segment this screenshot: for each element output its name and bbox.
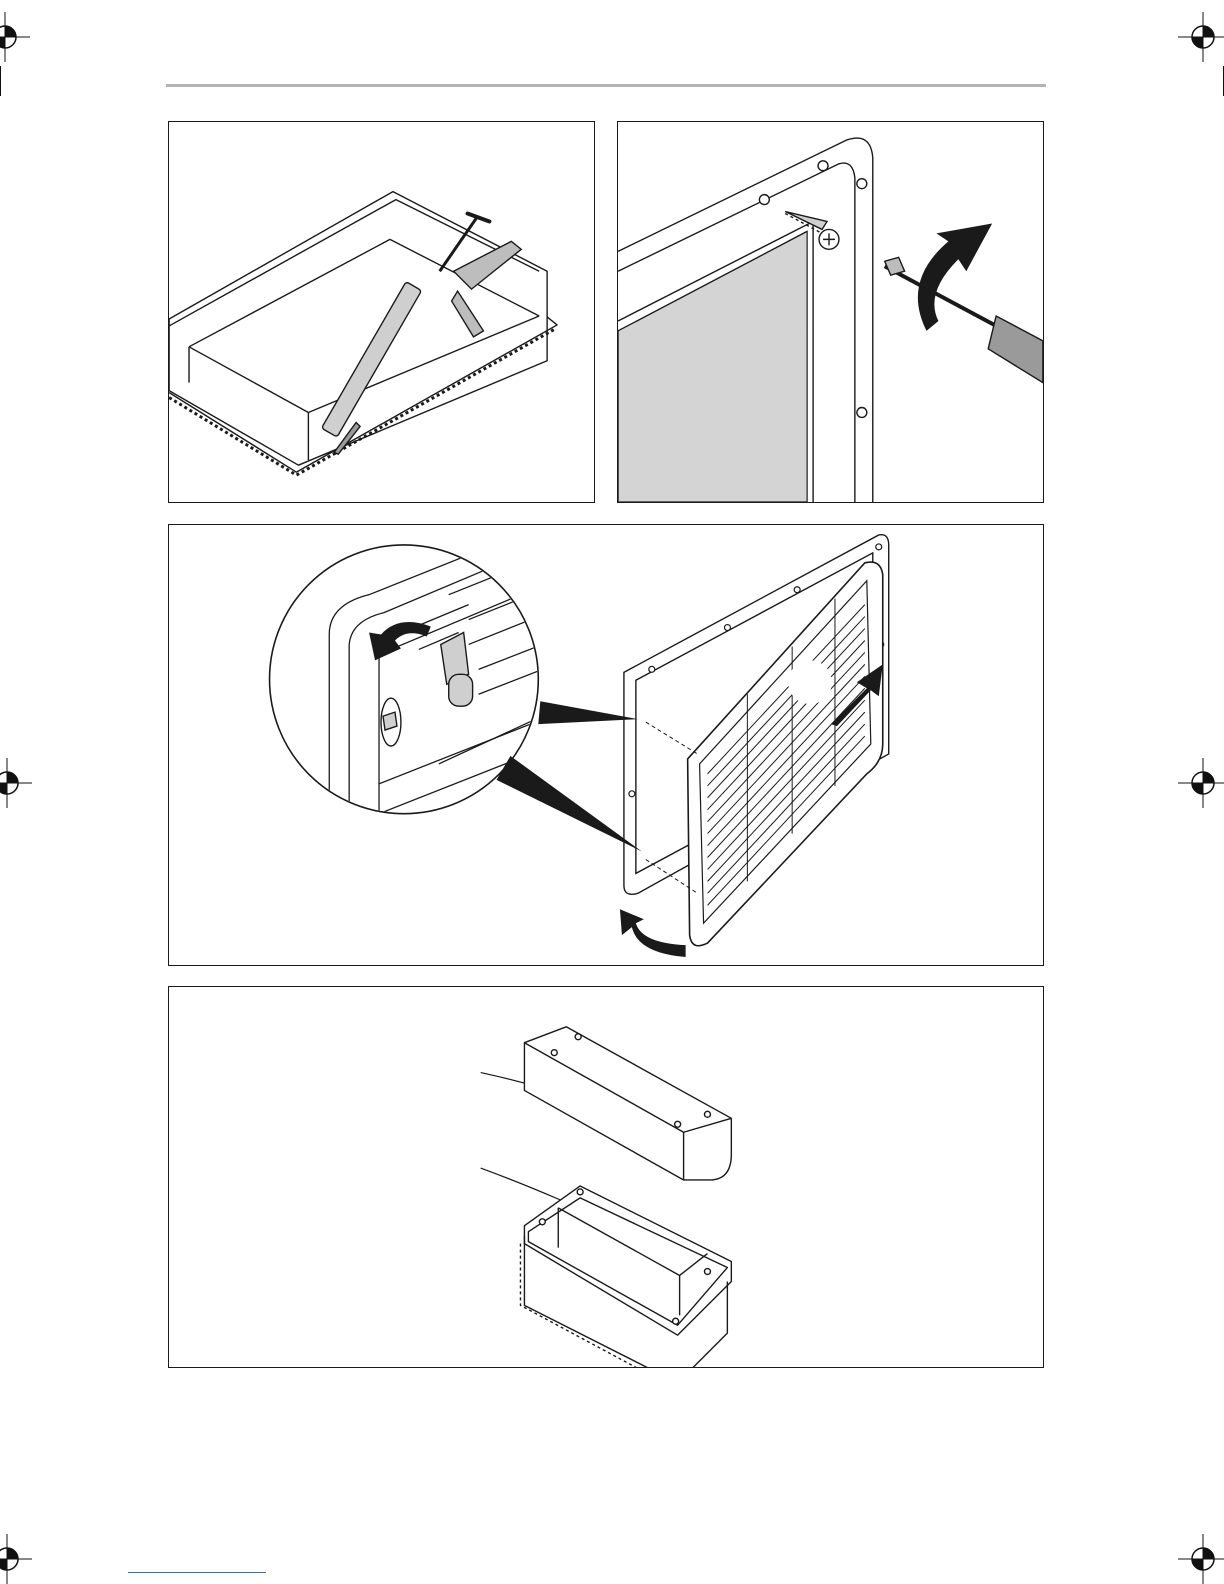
leader-wedge-lower	[496, 756, 641, 852]
cover-block-icon	[524, 1027, 731, 1180]
caulking-gun-icon	[322, 214, 522, 455]
figure-panel-sealant	[168, 121, 595, 503]
assembly-illustration	[169, 987, 1043, 1367]
screw-illustration	[618, 122, 1043, 502]
figure-panel-screw	[617, 121, 1044, 503]
grille-illustration	[169, 525, 1043, 965]
screwdriver-icon	[885, 257, 1043, 382]
sealant-illustration	[169, 122, 594, 502]
leader-wedge-upper	[538, 701, 638, 724]
grille-icon	[688, 562, 883, 946]
rotate-arrow-icon	[918, 223, 992, 330]
registration-mark-bottom-right-icon	[1178, 1534, 1224, 1584]
registration-mark-mid-right-icon	[1178, 758, 1224, 808]
trim-line-top-left	[0, 66, 1, 96]
registration-mark-bottom-left-icon	[0, 1534, 32, 1584]
registration-mark-top-left-icon	[0, 12, 30, 62]
swing-arrow-icon	[620, 909, 686, 957]
registration-mark-mid-left-icon	[0, 758, 32, 808]
figure-panel-assembly	[168, 986, 1044, 1368]
figure-panel-grille	[168, 524, 1044, 966]
header-rule	[166, 84, 1046, 87]
mounting-frame-icon	[520, 1186, 731, 1367]
registration-mark-top-right-icon	[1178, 12, 1224, 62]
footer-rule	[128, 1572, 266, 1573]
